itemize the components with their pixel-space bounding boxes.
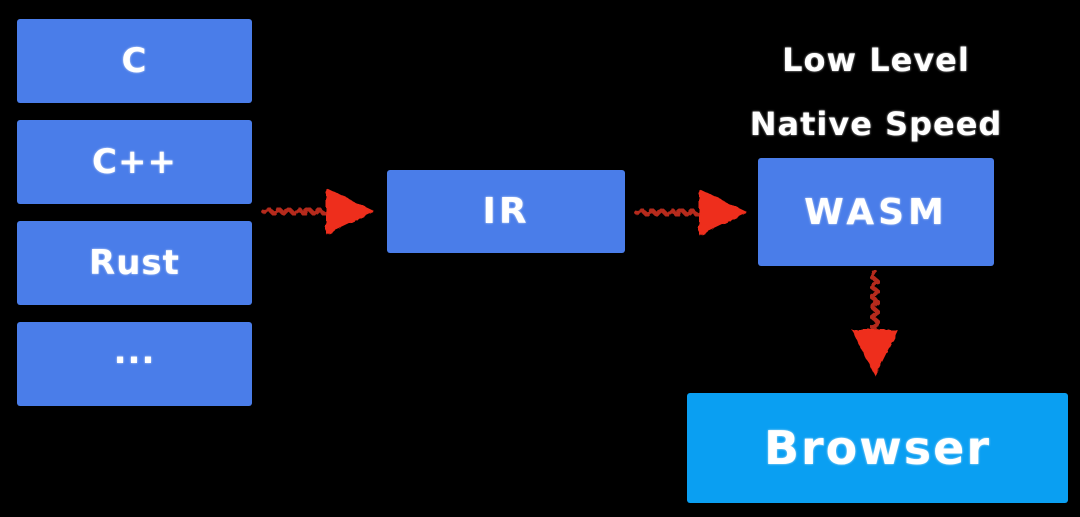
wasm-annotation-line1: Low Level xyxy=(782,41,970,79)
lang-box-others: ... xyxy=(17,322,252,406)
ir-box-label: IR xyxy=(482,191,530,232)
arrow-right-icon xyxy=(634,189,747,235)
lang-box-c: C xyxy=(17,19,252,103)
lang-box-rust-label: Rust xyxy=(89,243,180,283)
lang-box-others-label: ... xyxy=(113,332,156,372)
browser-box-label: Browser xyxy=(763,421,992,475)
ir-box: IR xyxy=(387,170,625,253)
lang-box-cpp: C++ xyxy=(17,120,252,204)
arrow-down-icon xyxy=(852,269,898,376)
lang-box-cpp-label: C++ xyxy=(92,142,177,182)
arrow-right-icon xyxy=(261,188,374,234)
browser-box: Browser xyxy=(687,393,1068,503)
wasm-box: WASM xyxy=(758,158,994,266)
wasm-box-label: WASM xyxy=(804,191,948,233)
wasm-annotation-line2: Native Speed xyxy=(749,105,1003,143)
lang-box-rust: Rust xyxy=(17,221,252,305)
wasm-annotation: Low Level Native Speed xyxy=(676,28,1076,156)
lang-box-c-label: C xyxy=(121,41,148,81)
